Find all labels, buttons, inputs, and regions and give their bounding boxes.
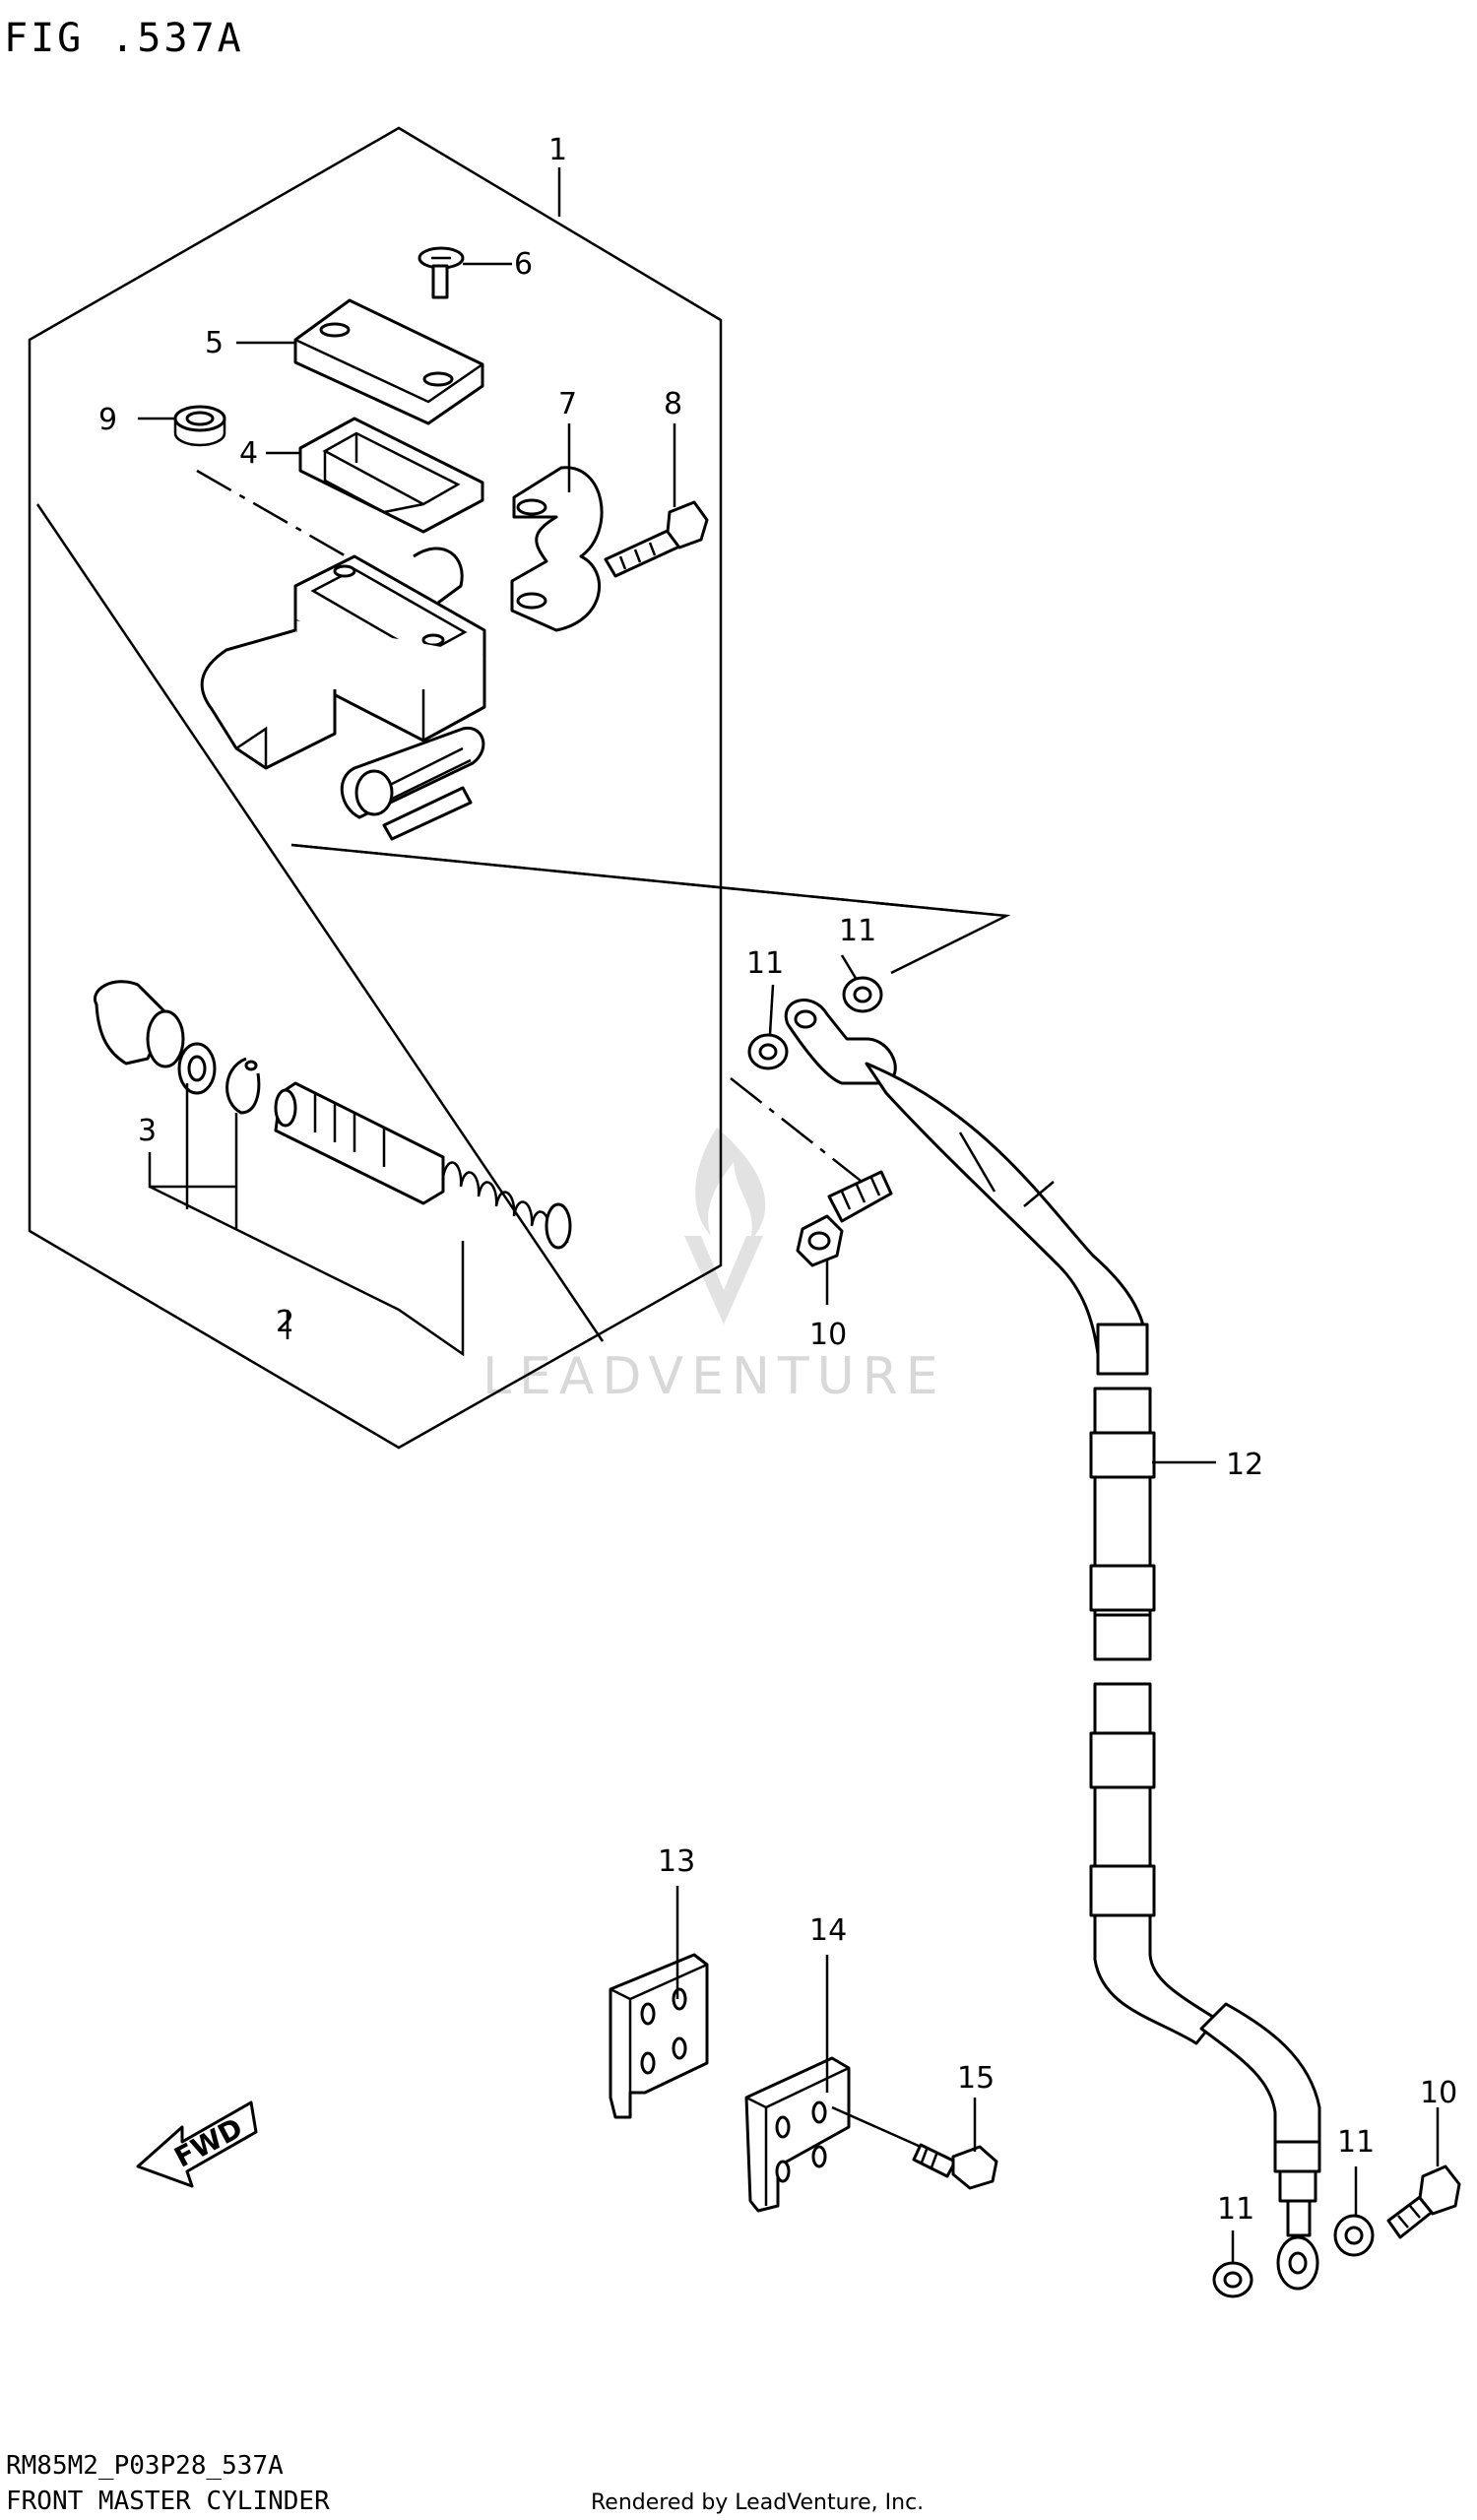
callout-15: 15: [957, 2061, 995, 2096]
callout-7: 7: [558, 387, 577, 421]
leader-lines: [138, 167, 1440, 2263]
washer-11-d: [1333, 2214, 1375, 2257]
fwd-label: FWD: [169, 2111, 248, 2174]
washer-part-3: [177, 1042, 217, 1095]
fwd-direction-arrow: FWD: [136, 2100, 258, 2188]
screw-part-6: [417, 246, 465, 299]
circlip-part-3: [225, 1057, 261, 1115]
callout-10-lower: 10: [1420, 2076, 1457, 2110]
explode-line-left: [35, 503, 605, 1342]
brake-hose-part-12: [784, 999, 1321, 2291]
figure-title: FIG .537A: [4, 16, 244, 61]
callout-13: 13: [658, 1844, 695, 1879]
piston-part-2: [274, 1081, 445, 1205]
callout-4: 4: [239, 436, 258, 471]
rendered-by: Rendered by LeadVenture, Inc.: [591, 2490, 924, 2515]
callout-8: 8: [664, 387, 682, 421]
bolt-centerline: [730, 1077, 875, 1193]
callout-14: 14: [809, 1913, 847, 1948]
clamp-part-7: [510, 466, 604, 632]
spring-part-2: [441, 1161, 572, 1250]
bracket-3-line: [148, 1177, 236, 1189]
watermark-text: LEADVENTURE: [482, 1347, 946, 1406]
clamp-bolt-part-8: [604, 500, 709, 578]
boot-ring-part-9: [173, 405, 226, 447]
washer-11-c: [1212, 2261, 1253, 2298]
washer-11-b: [842, 976, 883, 1013]
callout-11-a: 11: [746, 946, 784, 981]
section-name: FRONT MASTER CYLINDER: [6, 2487, 330, 2516]
explode-centerline: [290, 843, 1007, 918]
callout-11-d: 11: [1337, 2125, 1375, 2160]
callout-9: 9: [98, 403, 117, 437]
callout-11-c: 11: [1217, 2192, 1254, 2227]
callout-3: 3: [138, 1114, 157, 1148]
banjo-bolt-10-lower: [1386, 2165, 1461, 2239]
explode-line-right: [290, 843, 1011, 975]
hose-guide-part-14: [744, 2056, 851, 2213]
washer-11-a: [747, 1033, 789, 1070]
model-code: RM85M2_P03P28_537A: [6, 2451, 284, 2481]
callout-12: 12: [1226, 1448, 1263, 1482]
callout-2: 2: [276, 1305, 294, 1339]
boot-part-3: [94, 980, 185, 1068]
banjo-bolt-10-upper: [796, 1170, 893, 1267]
bolt-part-15: [912, 2143, 998, 2190]
callout-10-upper: 10: [809, 1318, 847, 1352]
bracket-2-line: [149, 1185, 465, 1357]
master-cylinder-body: [200, 547, 486, 841]
hose-guide-part-13: [609, 1953, 709, 2119]
callout-6: 6: [514, 247, 533, 282]
reservoir-cap-part-5: [293, 298, 484, 425]
bracket-3-ticks: [185, 1083, 238, 1229]
callout-11-b: 11: [839, 914, 876, 948]
assembly-outline: [28, 126, 723, 1450]
diaphragm-part-4: [298, 417, 484, 534]
callout-5: 5: [205, 326, 224, 360]
bolt-15-centerline: [831, 2105, 922, 2149]
callout-1: 1: [548, 133, 567, 167]
